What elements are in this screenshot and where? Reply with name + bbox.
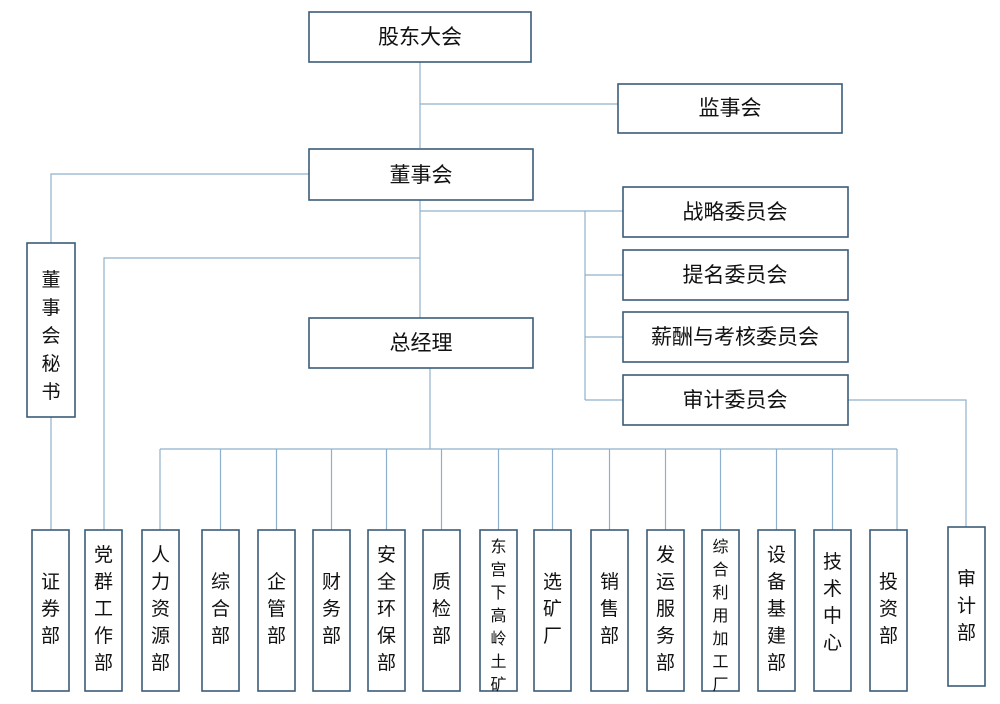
dept-management: 企管部 bbox=[257, 529, 296, 692]
node-label: 董事会 bbox=[390, 163, 453, 187]
dept-audit: 审计部 bbox=[947, 526, 986, 687]
dept-utilization: 综合利用加工厂 bbox=[701, 529, 740, 694]
dept-label: 综合部 bbox=[211, 571, 230, 647]
node-label: 提名委员会 bbox=[683, 263, 788, 287]
node-label: 总经理 bbox=[390, 331, 453, 355]
node-compensation-committee: 薪酬与考核委员会 bbox=[622, 311, 849, 363]
dept-label: 东宫下高岭土矿 bbox=[490, 537, 506, 694]
dept-party: 党群工作部 bbox=[84, 529, 123, 692]
dept-label: 技术中心 bbox=[823, 551, 842, 654]
dept-securities: 证券部 bbox=[31, 529, 70, 692]
dept-investment: 投资部 bbox=[869, 529, 908, 692]
dept-label: 选矿厂 bbox=[543, 571, 562, 647]
dept-general: 综合部 bbox=[201, 529, 240, 692]
node-supervisory: 监事会 bbox=[617, 83, 843, 134]
dept-label: 发运服务部 bbox=[656, 544, 675, 674]
connector-lines bbox=[50, 62, 967, 530]
dept-label: 人力资源部 bbox=[151, 544, 170, 674]
node-label: 股东大会 bbox=[378, 25, 462, 49]
dept-power: 发运服务部 bbox=[646, 529, 685, 692]
dept-label: 销售部 bbox=[600, 571, 619, 647]
dept-label: 审计部 bbox=[957, 568, 976, 644]
dept-label: 投资部 bbox=[879, 571, 898, 647]
node-label: 薪酬与考核委员会 bbox=[651, 325, 819, 349]
node-audit-committee: 审计委员会 bbox=[622, 374, 849, 426]
dept-finance: 财务部 bbox=[312, 529, 351, 692]
node-strategy-committee: 战略委员会 bbox=[622, 186, 849, 238]
dept-tech: 技术中心 bbox=[813, 529, 852, 692]
node-board: 董事会 bbox=[308, 148, 534, 201]
dept-quality: 质检部 bbox=[422, 529, 461, 692]
node-general-manager: 总经理 bbox=[308, 317, 534, 369]
node-board-secretary: 董事会秘书 bbox=[26, 242, 76, 418]
dept-label: 企管部 bbox=[267, 571, 286, 647]
dept-label: 党群工作部 bbox=[94, 544, 113, 674]
dept-concentrator: 选矿厂 bbox=[533, 529, 572, 692]
dept-label: 证券部 bbox=[41, 571, 60, 647]
dept-equipment: 设备基建部 bbox=[757, 529, 796, 692]
node-label: 监事会 bbox=[699, 96, 762, 120]
node-nomination-committee: 提名委员会 bbox=[622, 249, 849, 301]
node-label: 董事会秘书 bbox=[41, 269, 60, 403]
dept-label: 安全环保部 bbox=[377, 544, 396, 674]
dept-sales: 销售部 bbox=[590, 529, 629, 692]
dept-safety: 安全环保部 bbox=[367, 529, 406, 692]
department-row: 证券部 党群工作部 人力资源部 综合部 企管部 财务部 安全环保部 质检部 东宫下高岭土矿 选矿厂… bbox=[31, 526, 986, 694]
dept-label: 财务部 bbox=[322, 571, 341, 647]
dept-hr: 人力资源部 bbox=[141, 529, 180, 692]
dept-label: 质检部 bbox=[432, 571, 451, 647]
node-label: 审计委员会 bbox=[683, 388, 788, 412]
dept-dgx-mine: 东宫下高岭土矿 bbox=[479, 529, 518, 694]
node-shareholders: 股东大会 bbox=[308, 11, 532, 63]
dept-label: 设备基建部 bbox=[767, 544, 786, 674]
dept-label: 综合利用加工厂 bbox=[712, 537, 728, 694]
node-label: 战略委员会 bbox=[683, 200, 788, 224]
